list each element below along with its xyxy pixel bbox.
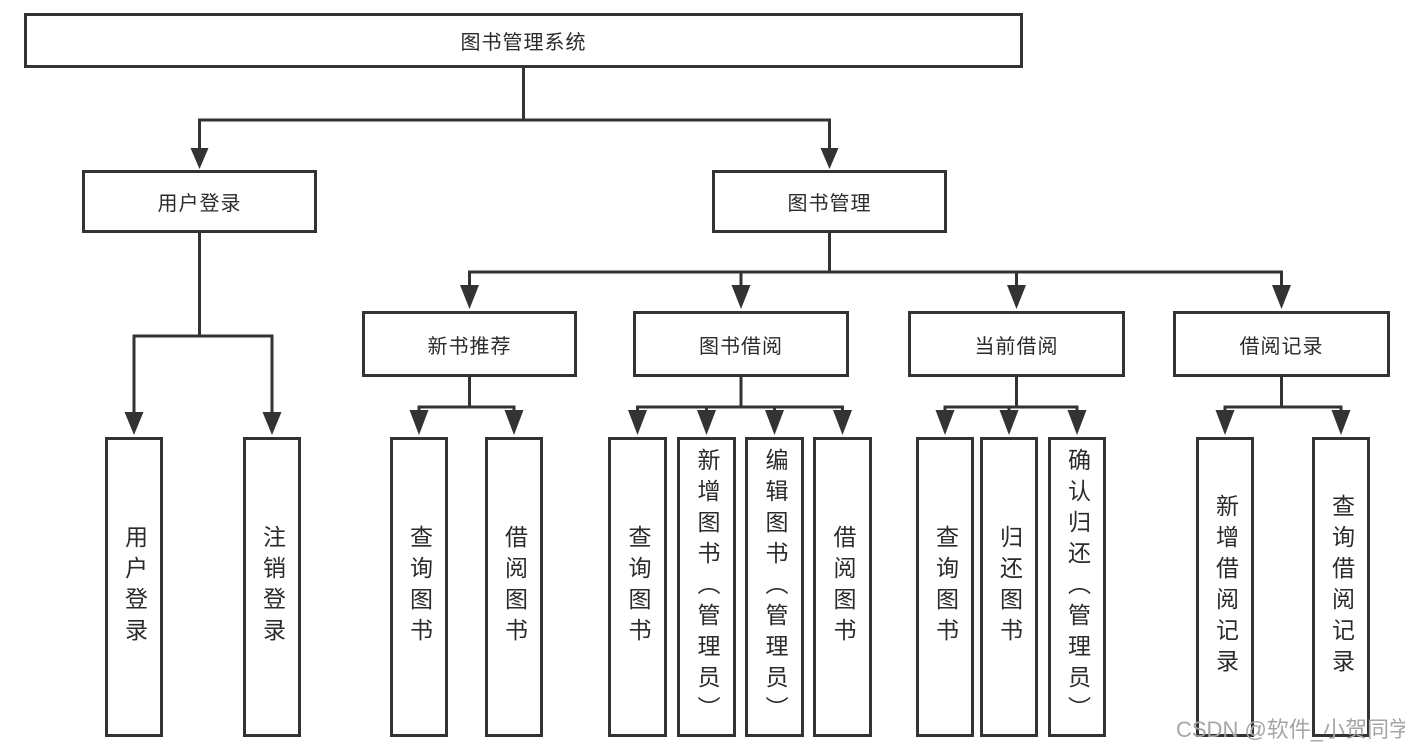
connector-book-management-to-level3	[460, 233, 1291, 309]
node-book-borrowing: 图书借阅	[633, 311, 849, 377]
node-leaf-query-borrow-record: 查询借阅记录	[1312, 437, 1370, 737]
node-leaf-query-books: 查询图书	[916, 437, 974, 737]
node-leaf-logout: 注销登录	[243, 437, 301, 737]
node-leaf-label: 查询图书	[932, 525, 959, 649]
node-current-borrowing-label: 当前借阅	[974, 335, 1059, 358]
node-leaf-label: 注销登录	[259, 525, 286, 649]
node-leaf-add-borrow-record: 新增借阅记录	[1196, 437, 1254, 737]
node-current-borrowing: 当前借阅	[908, 311, 1125, 377]
node-leaf-label: 查询图书	[406, 525, 433, 649]
connector-new-book-rec-to-children	[409, 377, 524, 435]
watermark-text: CSDN @软件_小贺同学	[1176, 717, 1405, 742]
connector-current-borrow-to-children	[935, 377, 1087, 435]
node-borrowing-records-label: 借阅记录	[1239, 335, 1324, 358]
node-leaf-query-books: 查询图书	[390, 437, 448, 737]
node-book-borrowing-label: 图书借阅	[699, 335, 783, 358]
node-leaf-label: 确认归还（管理员）	[1064, 447, 1091, 727]
connector-borrow-records-to-children	[1215, 377, 1351, 435]
node-leaf-label: 编辑图书（管理员）	[762, 447, 788, 727]
node-leaf-label: 新增借阅记录	[1212, 494, 1239, 680]
node-leaf-label: 用户登录	[121, 525, 148, 649]
node-user-login: 用户登录	[82, 170, 317, 233]
node-leaf-return-books: 归还图书	[980, 437, 1038, 737]
node-library-system: 图书管理系统	[24, 13, 1023, 68]
node-leaf-borrow-books: 借阅图书	[813, 437, 872, 737]
node-leaf-query-books: 查询图书	[608, 437, 667, 737]
connector-book-borrow-to-children	[628, 377, 852, 435]
node-new-book-recommendation: 新书推荐	[362, 311, 577, 377]
node-leaf-label: 查询图书	[625, 525, 651, 649]
node-leaf-label: 查询借阅记录	[1328, 494, 1355, 680]
node-book-management-label: 图书管理	[787, 193, 872, 215]
node-leaf-user-login: 用户登录	[105, 437, 163, 737]
node-leaf-label: 借阅图书	[501, 525, 528, 649]
node-book-management: 图书管理	[712, 170, 947, 233]
node-leaf-borrow-books: 借阅图书	[485, 437, 543, 737]
connector-root-to-level2	[190, 68, 839, 169]
node-leaf-edit-books-admin: 编辑图书（管理员）	[745, 437, 804, 737]
connector-user-login-to-children	[124, 233, 282, 435]
node-new-book-recommendation-label: 新书推荐	[427, 335, 512, 358]
node-leaf-add-books-admin: 新增图书（管理员）	[677, 437, 736, 737]
node-library-system-label: 图书管理系统	[460, 32, 587, 54]
node-leaf-label: 归还图书	[996, 525, 1023, 649]
node-leaf-label: 新增图书（管理员）	[694, 447, 720, 727]
node-user-login-label: 用户登录	[157, 193, 242, 215]
node-leaf-label: 借阅图书	[830, 525, 856, 649]
node-leaf-confirm-return-admin: 确认归还（管理员）	[1048, 437, 1106, 737]
node-borrowing-records: 借阅记录	[1173, 311, 1390, 377]
